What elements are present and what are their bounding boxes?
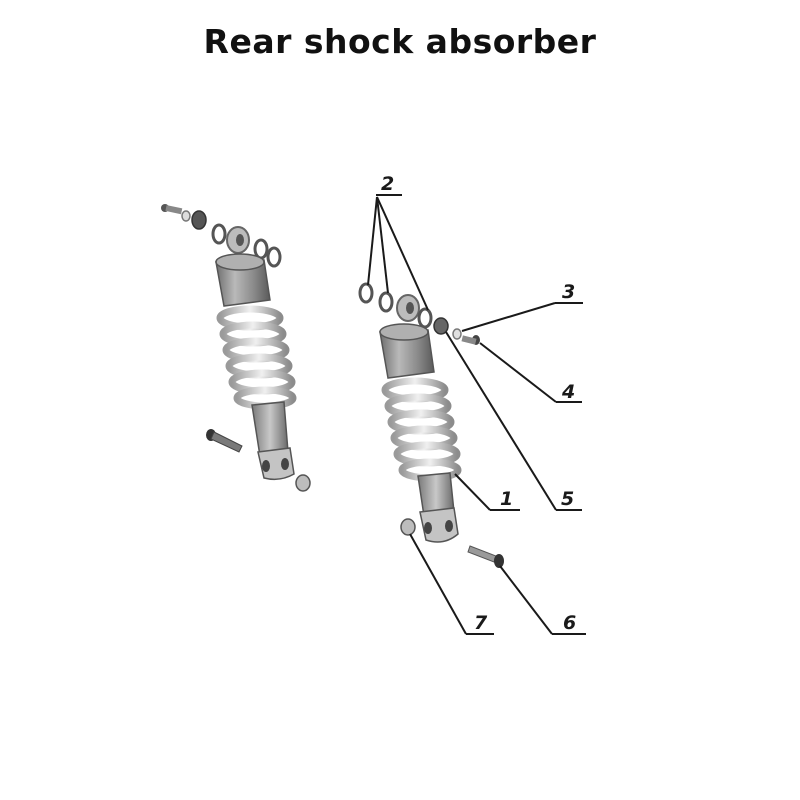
callout-3: 3 — [562, 281, 575, 303]
left-bottom-nut — [295, 474, 311, 492]
left-bottom-bolt — [206, 429, 243, 453]
left-spring — [216, 305, 297, 410]
bolt-4 — [461, 335, 480, 345]
left-top-washer-small — [181, 210, 191, 222]
left-lower-body — [251, 401, 289, 457]
left-shock-absorber — [161, 204, 311, 492]
ring-2b — [378, 291, 394, 313]
left-top-ring-3 — [266, 246, 282, 268]
washer-5 — [433, 317, 449, 335]
callout-6: 6 — [563, 612, 576, 634]
left-top-ring-1 — [211, 223, 227, 245]
callout-2: 2 — [381, 173, 394, 195]
callout-1: 1 — [500, 488, 513, 510]
right-spring — [381, 377, 462, 482]
callout-5: 5 — [561, 488, 574, 510]
ring-2c — [417, 307, 433, 329]
washer-3 — [452, 328, 462, 340]
callout-4: 4 — [561, 381, 575, 403]
left-top-washer-dark — [191, 210, 207, 230]
leader-lines — [367, 194, 586, 635]
nut-7 — [400, 518, 416, 536]
left-top-bolt — [161, 204, 183, 215]
bolt-6 — [467, 545, 504, 568]
right-shock-absorber — [358, 282, 504, 568]
diagram-title: Rear shock absorber — [203, 22, 597, 61]
callout-7: 7 — [474, 612, 488, 634]
ring-2a — [358, 282, 374, 304]
left-top-ring-2 — [253, 238, 269, 260]
